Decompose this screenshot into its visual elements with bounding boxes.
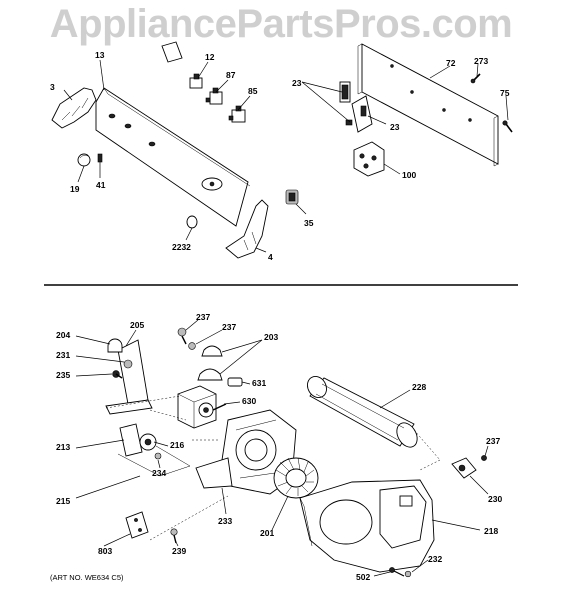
label-23-b: 23 — [390, 122, 400, 132]
label-85: 85 — [248, 86, 258, 96]
part-803-bracket — [125, 511, 149, 539]
part-230-thermostat — [451, 457, 477, 479]
label-41: 41 — [96, 180, 106, 190]
part-218-blower-housing-front — [299, 479, 435, 573]
label-13: 13 — [95, 50, 105, 60]
part-75-screw — [502, 120, 513, 133]
label-631: 631 — [252, 378, 266, 388]
part-labels: 3 13 12 87 85 19 41 2232 4 35 23 23 72 2… — [50, 50, 510, 582]
nameplate — [161, 41, 183, 63]
part-630-motor — [177, 385, 227, 429]
label-231: 231 — [56, 350, 70, 360]
label-502: 502 — [356, 572, 370, 582]
upper-leader-lines — [63, 59, 509, 253]
part-19-knob — [77, 153, 91, 167]
part-235-screw — [112, 370, 123, 379]
lower-leader-lines — [75, 319, 489, 577]
label-230: 230 — [488, 494, 502, 504]
label-237-c: 237 — [486, 436, 500, 446]
part-631-fuse — [227, 377, 243, 387]
label-215: 215 — [56, 496, 70, 506]
label-234: 234 — [152, 468, 166, 478]
label-4: 4 — [268, 252, 273, 262]
label-75: 75 — [500, 88, 510, 98]
part-2232-button — [186, 215, 198, 229]
label-237-b: 237 — [222, 322, 236, 332]
part-215-belt — [117, 445, 191, 477]
label-273: 273 — [474, 56, 488, 66]
label-203: 203 — [264, 332, 278, 342]
label-228: 228 — [412, 382, 426, 392]
label-87: 87 — [226, 70, 236, 80]
part-228-duct — [307, 376, 418, 448]
label-19: 19 — [70, 184, 80, 194]
part-13-control-console — [95, 87, 251, 227]
part-231-rivet — [123, 359, 133, 369]
label-235: 235 — [56, 370, 70, 380]
part-3-end-cap — [51, 87, 97, 129]
part-213-idler-pulley — [119, 423, 157, 457]
label-72: 72 — [446, 58, 456, 68]
label-239: 239 — [172, 546, 186, 556]
part-87-switch — [205, 87, 223, 105]
part-232-screw — [404, 570, 412, 578]
label-201: 201 — [260, 528, 274, 538]
part-273-screw — [470, 73, 481, 84]
label-216: 216 — [170, 440, 184, 450]
label-237-a: 237 — [196, 312, 210, 322]
part-23-bracket — [339, 81, 373, 133]
label-3: 3 — [50, 82, 55, 92]
label-204: 204 — [56, 330, 70, 340]
label-218: 218 — [484, 526, 498, 536]
part-100-terminal-block — [353, 141, 385, 177]
part-502-screw — [389, 567, 405, 577]
part-205-bracket — [105, 339, 153, 415]
label-12: 12 — [205, 52, 215, 62]
part-35-connector — [285, 189, 299, 205]
label-100: 100 — [402, 170, 416, 180]
part-72-rear-panel — [357, 43, 499, 167]
art-number: (ART NO. WE634 C5) — [50, 573, 124, 582]
watermark: AppliancePartsPros.com — [49, 2, 513, 46]
label-205: 205 — [130, 320, 144, 330]
part-41-clip — [97, 153, 103, 163]
part-4-end-cap — [225, 199, 269, 259]
label-2232: 2232 — [172, 242, 191, 252]
part-237-screw-b — [188, 342, 196, 350]
part-201-blower-wheel — [273, 457, 319, 499]
reference-dashed-lines — [105, 395, 441, 541]
part-204-clip — [107, 338, 123, 353]
part-237-screw-a — [177, 327, 187, 345]
label-803: 803 — [98, 546, 112, 556]
part-12-switch — [189, 73, 203, 89]
label-23-a: 23 — [292, 78, 302, 88]
part-85-switch — [228, 105, 246, 123]
label-630: 630 — [242, 396, 256, 406]
label-232: 232 — [428, 554, 442, 564]
part-234-nut — [154, 452, 162, 460]
label-35: 35 — [304, 218, 314, 228]
part-239-screw — [170, 528, 178, 544]
part-237-screw-c — [481, 455, 487, 461]
part-203-clamp — [197, 345, 223, 381]
label-233: 233 — [218, 516, 232, 526]
label-213: 213 — [56, 442, 70, 452]
